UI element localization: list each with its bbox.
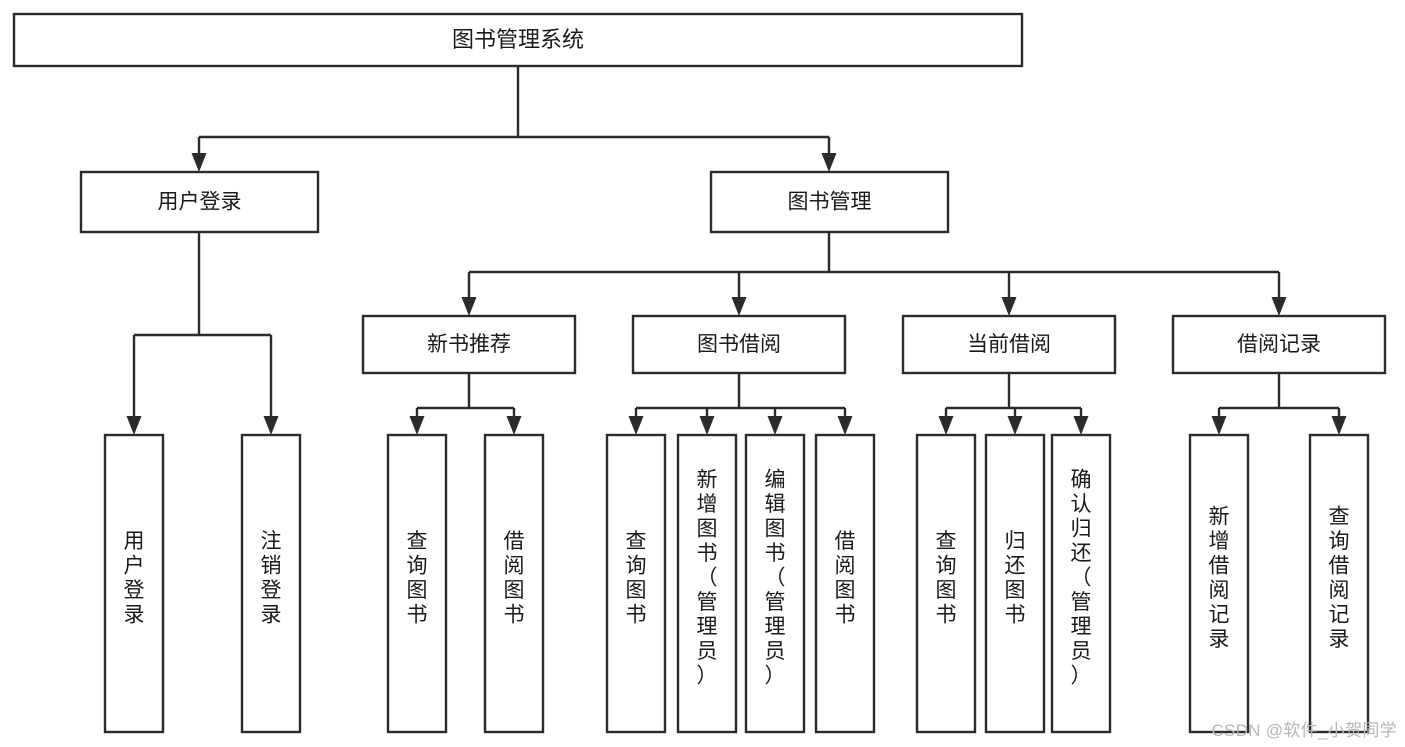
node-box-n-book-borrow [631,314,847,375]
arrow-head-icon-sub-1-1 [699,416,715,435]
arrow-head-icon-root-0 [191,153,207,172]
node-l-return-book[interactable]: 归还图书 [984,433,1046,734]
node-label-l-borrow-book-2: 借阅图书 [835,530,856,627]
arrow-head-icon-bookmanage-0 [461,297,477,316]
node-label-l-query-book-2: 查询图书 [626,530,647,627]
node-label-l-add-record: 新增借阅记录 [1209,505,1230,651]
node-box-l-borrow-book-1 [483,433,545,734]
node-label-l-query-book-3: 查询图书 [936,530,957,627]
node-label-l-add-book: 新增图书（管理员） [697,469,718,688]
node-l-borrow-book-1[interactable]: 借阅图书 [483,433,545,734]
node-label-l-query-record: 查询借阅记录 [1329,505,1350,651]
node-l-add-book[interactable]: 新增图书（管理员） [676,433,738,734]
arrow-head-icon-bookmanage-3 [1271,297,1287,316]
node-n-new-book-rec[interactable]: 新书推荐 [361,314,577,375]
node-box-n-current-borrow [901,314,1117,375]
node-box-l-return-book [984,433,1046,734]
node-l-user-logout[interactable]: 注销登录 [240,433,302,734]
node-l-confirm-return[interactable]: 确认归还（管理员） [1050,433,1112,734]
arrow-head-icon-sub-0-1 [506,416,522,435]
arrow-head-icon-sub-1-3 [837,416,853,435]
arrow-head-icon-sub-3-0 [1211,416,1227,435]
node-box-l-user-login [103,433,165,734]
arrow-head-icon-sub-3-1 [1331,416,1347,435]
node-label-n-book-manage: 图书管理 [788,191,872,214]
node-box-l-edit-book [744,433,806,734]
nodes-layer: 图书管理系统用户登录图书管理新书推荐图书借阅当前借阅借阅记录用户登录注销登录查询… [12,12,1387,734]
node-label-l-user-logout: 注销登录 [261,530,282,627]
node-root[interactable]: 图书管理系统 [12,12,1024,68]
node-n-user-login[interactable]: 用户登录 [79,170,320,234]
arrow-head-icon-root-1 [821,153,837,172]
node-label-n-borrow-record: 借阅记录 [1237,333,1321,356]
node-box-l-add-record [1188,433,1250,734]
node-box-n-new-book-rec [361,314,577,375]
node-label-l-confirm-return: 确认归还（管理员） [1071,469,1092,688]
node-label-n-user-login: 用户登录 [158,191,242,214]
node-box-l-query-record [1308,433,1370,734]
node-l-query-book-1[interactable]: 查询图书 [386,433,448,734]
node-label-n-new-book-rec: 新书推荐 [427,333,511,356]
node-l-add-record[interactable]: 新增借阅记录 [1188,433,1250,734]
node-label-l-borrow-book-1: 借阅图书 [504,530,525,627]
node-box-l-confirm-return [1050,433,1112,734]
node-box-n-borrow-record [1171,314,1387,375]
node-l-query-book-2[interactable]: 查询图书 [605,433,667,734]
node-label-l-user-login: 用户登录 [124,530,145,627]
node-l-query-book-3[interactable]: 查询图书 [915,433,977,734]
node-n-book-manage[interactable]: 图书管理 [709,170,950,234]
node-label-l-edit-book: 编辑图书（管理员） [765,469,786,688]
node-n-current-borrow[interactable]: 当前借阅 [901,314,1117,375]
node-box-l-borrow-book-2 [814,433,876,734]
arrow-head-icon-sub-1-2 [767,416,783,435]
arrow-head-icon-sub-1-0 [628,416,644,435]
arrow-head-icon-bookmanage-2 [1001,297,1017,316]
arrow-head-icon-sub-2-0 [938,416,954,435]
arrow-head-icon-bookmanage-1 [731,297,747,316]
node-label-n-book-borrow: 图书借阅 [697,333,781,356]
node-label-root: 图书管理系统 [452,27,584,52]
node-label-l-query-book-1: 查询图书 [407,530,428,627]
node-l-borrow-book-2[interactable]: 借阅图书 [814,433,876,734]
node-box-l-query-book-3 [915,433,977,734]
node-box-l-user-logout [240,433,302,734]
node-box-l-query-book-1 [386,433,448,734]
arrow-head-icon-sub-2-1 [1007,416,1023,435]
node-n-book-borrow[interactable]: 图书借阅 [631,314,847,375]
arrow-head-icon-sub-2-2 [1073,416,1089,435]
node-box-l-query-book-2 [605,433,667,734]
arrow-head-icon-userlogin-0 [126,416,142,435]
arrow-head-icon-userlogin-1 [263,416,279,435]
node-l-user-login[interactable]: 用户登录 [103,433,165,734]
node-box-l-add-book [676,433,738,734]
node-box-n-user-login [79,170,320,234]
arrow-head-icon-sub-0-0 [409,416,425,435]
node-label-n-current-borrow: 当前借阅 [967,333,1051,356]
node-box-root [12,12,1024,68]
node-label-l-return-book: 归还图书 [1005,530,1026,627]
node-box-n-book-manage [709,170,950,234]
node-n-borrow-record[interactable]: 借阅记录 [1171,314,1387,375]
node-l-query-record[interactable]: 查询借阅记录 [1308,433,1370,734]
node-l-edit-book[interactable]: 编辑图书（管理员） [744,433,806,734]
connectors-layer [126,66,1347,435]
